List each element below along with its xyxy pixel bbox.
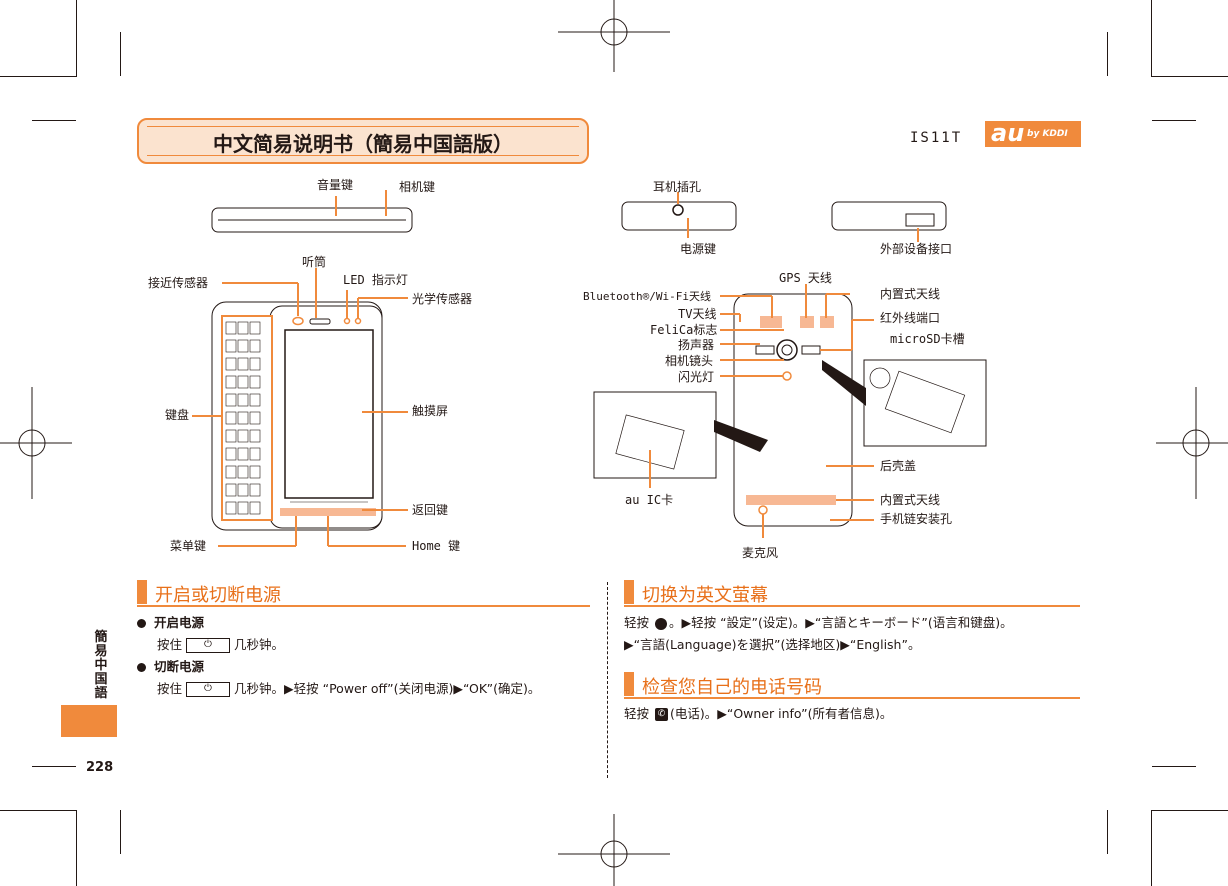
section-power-body: 开启电源 按住⏻几秒钟。 切断电源 按住⏻几秒钟。▶轻按 “Power off”… [137,612,540,700]
section-power-heading: 开启或切断电源 [137,580,590,607]
model-name: IS11T [910,130,963,146]
phone-back-diagram [593,192,987,538]
label-led-indicator: LED 指示灯 [343,273,408,287]
bullet-icon [137,619,146,628]
bullet-icon [137,663,146,672]
page-number: 228 [86,760,114,775]
page-title: 中文简易说明书（簡易中国語版） [213,132,513,156]
label-au-ic-card: au IC卡 [625,493,674,507]
label-earpiece: 听筒 [302,255,327,269]
label-back-cover: 后壳盖 [880,459,917,473]
power-key-icon: ⏻ [186,638,231,653]
section-phone-heading: 检查您自己的电话号码 [624,672,1080,699]
side-tab-label: 簡易中国語 [94,630,108,701]
au-logo: au by KDDI [985,119,1081,147]
section-phone-body: 轻按 ✆(电话)。▶“Owner info”(所有者信息)。 [624,706,893,721]
power-on-title: 开启电源 [137,612,540,634]
column-divider [607,582,608,778]
label-bt-wifi-antenna: Bluetooth®/Wi-Fi天线 [583,290,711,303]
label-flash: 闪光灯 [678,370,715,384]
label-home-key: Home 键 [412,539,461,553]
label-microsd-slot: microSD卡槽 [890,332,965,346]
label-camera-lens: 相机镜头 [665,354,714,368]
label-back-key: 返回键 [412,503,449,517]
power-key-icon: ⏻ [186,682,231,697]
label-tv-antenna: TV天线 [678,307,717,321]
label-headset-jack: 耳机插孔 [653,180,702,194]
label-microphone: 麦克风 [742,546,779,560]
label-power-key: 电源键 [680,242,717,256]
section-english-heading: 切换为英文萤幕 [624,580,1080,607]
title-banner [137,118,589,164]
label-speaker: 扬声器 [678,338,715,352]
label-light-sensor: 光学传感器 [412,292,473,306]
power-on-instruction: 按住⏻几秒钟。 [157,637,285,653]
phone-front-diagram [192,190,413,547]
label-gps-antenna: GPS 天线 [779,271,832,285]
label-touchscreen: 触摸屏 [412,404,449,418]
label-camera-key: 相机键 [399,180,436,194]
label-ir-port: 红外线端口 [880,311,941,325]
phone-app-icon: ✆ [655,708,668,721]
label-internal-antenna-bottom: 内置式天线 [880,493,941,507]
label-volume-key: 音量键 [317,178,354,192]
label-felica-mark: FeliCa标志 [650,323,718,337]
section-english-body: 轻按 。▶轻按 “設定”(设定)。▶“言語とキーボード”(语言和键盘)。 ▶“言… [624,615,1013,652]
power-off-title: 切断电源 [137,656,540,678]
label-proximity-sensor: 接近传感器 [148,276,209,290]
apps-icon [655,617,667,630]
label-internal-antenna-top: 内置式天线 [880,287,941,301]
label-keyboard: 键盘 [165,408,190,422]
side-tab: 簡易中国語 [61,625,117,737]
power-off-instruction: 按住⏻几秒钟。▶轻按 “Power off”(关闭电源)▶“OK”(确定)。 [157,681,541,697]
label-external-port: 外部设备接口 [880,242,953,256]
label-menu-key: 菜单键 [170,539,207,553]
label-strap-hole: 手机链安装孔 [880,512,953,526]
